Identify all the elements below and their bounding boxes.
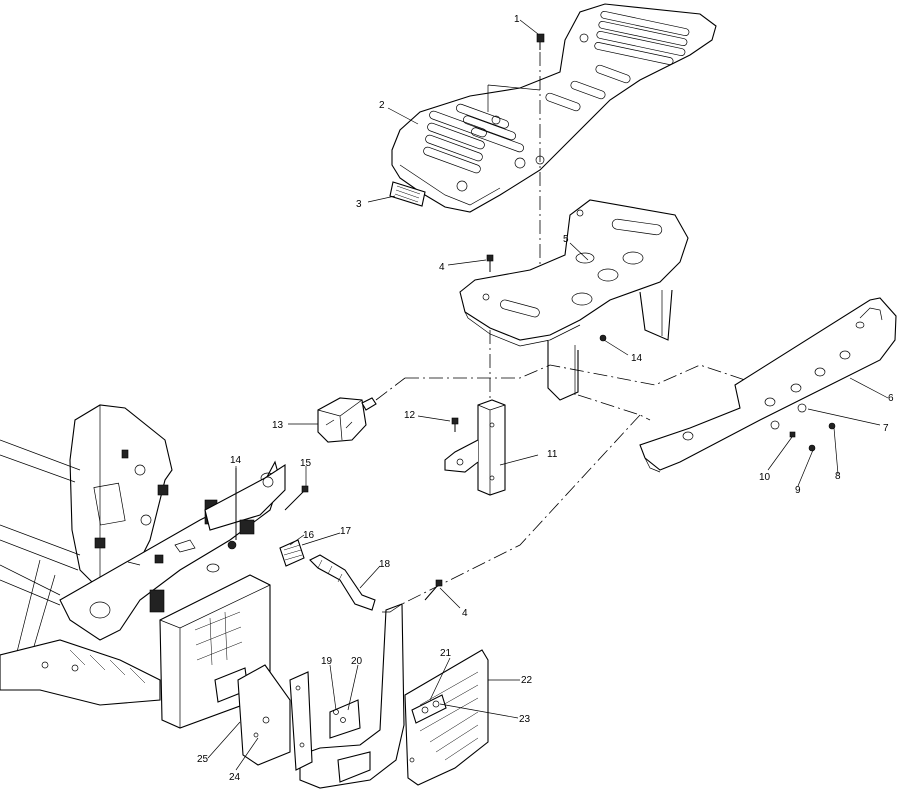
callout-18: 18 bbox=[379, 559, 391, 570]
mud-flap-part bbox=[404, 649, 489, 786]
callout-14-left: 14 bbox=[230, 455, 242, 466]
callout-4-lower: 4 bbox=[462, 608, 468, 619]
upper-rack-part bbox=[391, 3, 717, 213]
callout-12: 12 bbox=[404, 410, 416, 421]
bolt-4-upper-part bbox=[486, 254, 494, 272]
callout-10: 10 bbox=[759, 472, 771, 483]
taillight-part bbox=[317, 377, 406, 443]
rear-bumper-part bbox=[639, 297, 897, 473]
bumper-hardware-part bbox=[770, 403, 836, 452]
callout-15: 15 bbox=[300, 458, 312, 469]
callout-17: 17 bbox=[340, 526, 352, 537]
bolt-1-part bbox=[536, 33, 545, 50]
callout-25: 25 bbox=[197, 754, 209, 765]
bracket-part bbox=[444, 399, 506, 496]
callout-11: 11 bbox=[547, 449, 558, 460]
callout-20: 20 bbox=[351, 656, 363, 667]
mud-plate-part bbox=[237, 664, 291, 766]
callout-21: 21 bbox=[440, 648, 452, 659]
callout-4-upper: 4 bbox=[439, 262, 445, 273]
vehicle-frame-part bbox=[0, 404, 281, 706]
callout-1: 1 bbox=[514, 14, 520, 25]
flap-frame-part bbox=[289, 603, 405, 789]
lower-rack-part bbox=[459, 199, 689, 401]
callout-16: 16 bbox=[303, 530, 315, 541]
callout-labels: 1 2 3 4 4 5 6 7 8 9 10 11 12 13 14 14 15… bbox=[197, 14, 894, 783]
callout-3: 3 bbox=[356, 199, 362, 210]
callout-24: 24 bbox=[229, 772, 241, 783]
callout-22: 22 bbox=[521, 675, 533, 686]
callout-14-right: 14 bbox=[631, 353, 643, 364]
callout-8: 8 bbox=[835, 471, 841, 482]
leader-lines bbox=[207, 19, 889, 771]
callout-5: 5 bbox=[563, 234, 569, 245]
spacer-part bbox=[279, 539, 305, 567]
callout-7: 7 bbox=[883, 423, 889, 434]
bolt-4-lower-part bbox=[424, 579, 443, 601]
clamp-part bbox=[204, 463, 286, 550]
reflector-part bbox=[389, 181, 426, 207]
callout-9: 9 bbox=[795, 485, 801, 496]
tube-18-part bbox=[309, 554, 376, 611]
callout-13: 13 bbox=[272, 420, 284, 431]
callout-2: 2 bbox=[379, 100, 385, 111]
callout-23: 23 bbox=[519, 714, 531, 725]
bolt-12-part bbox=[451, 417, 459, 432]
bolt-15-part bbox=[284, 485, 309, 511]
callout-19: 19 bbox=[321, 656, 333, 667]
callout-6: 6 bbox=[888, 393, 894, 404]
